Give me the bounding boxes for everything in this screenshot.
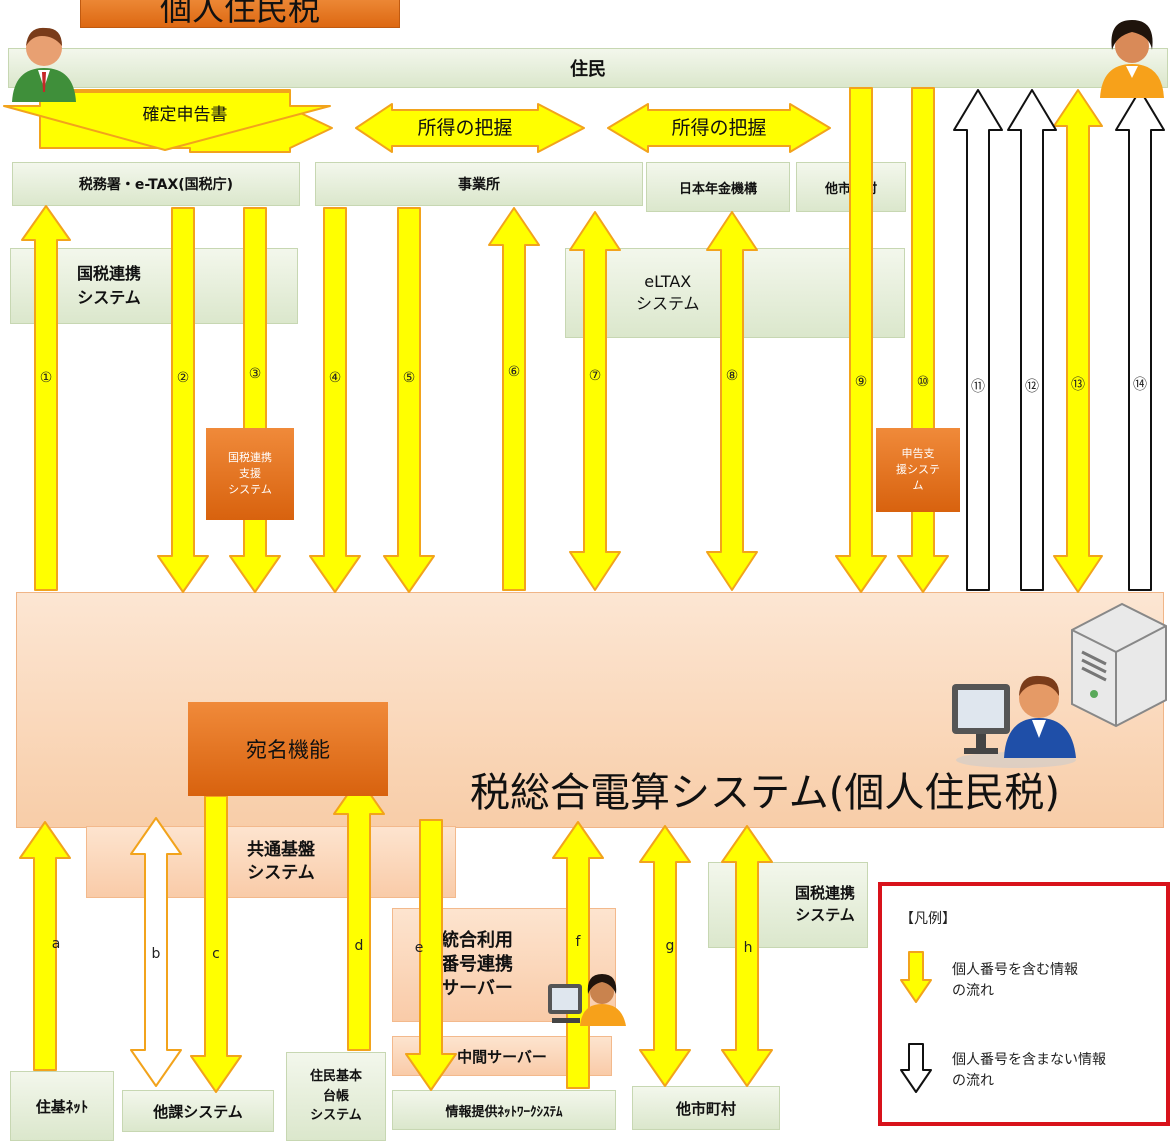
- box-taka: 他課システム: [122, 1090, 274, 1132]
- flow-8: [706, 211, 758, 591]
- flow-4: [309, 207, 361, 593]
- togo-label: 統合利用 番号連携 サーバー: [441, 929, 513, 1000]
- flow-11: [953, 89, 1003, 591]
- eltax-label: eLTAX システム: [636, 271, 700, 313]
- flow-label-f: f: [575, 934, 581, 950]
- main-system-title: 税総合電算システム(個人住民税): [470, 770, 1061, 816]
- box-zeimusho: 税務署・e-TAX(国税庁): [12, 162, 300, 206]
- legend-with-number: 個人番号を含む情報 の流れ: [952, 962, 1078, 999]
- flow-label-e: e: [414, 940, 424, 956]
- flow-3: [229, 207, 281, 593]
- flow-label-13: ⑬: [1071, 377, 1085, 393]
- joho-teikyo-label: 情報提供ﾈｯﾄﾜｰｸｼｽﾃﾑ: [445, 1104, 563, 1120]
- taka-label: 他課システム: [153, 1102, 243, 1121]
- kokuzei-renkei-label: 国税連携 システム: [77, 264, 142, 307]
- flow-label-c: c: [212, 946, 220, 962]
- title-tab: 個人住民税: [80, 0, 400, 28]
- atena-label: 宛名機能: [246, 738, 330, 762]
- flow-c: [190, 795, 242, 1093]
- flow-h: [721, 825, 773, 1087]
- flow-label-4: ④: [328, 370, 342, 386]
- kakutei-down-arrow: [3, 91, 331, 151]
- shotoku-arrow-2: [607, 103, 831, 153]
- computer-user-icon: [548, 974, 626, 1026]
- legend: 【凡例】 個人番号を含む情報 の流れ 個人番号を含まない情報 の流れ: [878, 882, 1170, 1126]
- legend-white-arrow: [900, 1043, 932, 1093]
- flow-label-3: ③: [248, 366, 262, 382]
- title-tab-label: 個人住民税: [159, 0, 320, 28]
- box-kokuzei-renkei-2: 国税連携 システム: [708, 862, 868, 948]
- flow-5: [383, 207, 435, 593]
- box-jigyosho: 事業所: [315, 162, 643, 206]
- flow-label-9: ⑨: [854, 374, 868, 390]
- flow-label-5: ⑤: [402, 370, 416, 386]
- flow-label-12: ⑫: [1025, 379, 1039, 395]
- flow-2: [157, 207, 209, 593]
- flow-14: [1115, 89, 1165, 591]
- chukan-label: 中間サーバー: [457, 1047, 547, 1066]
- kakutei-label: 確定申告書: [142, 105, 228, 125]
- flow-13: [1053, 89, 1103, 593]
- flow-12: [1007, 89, 1057, 591]
- legend-title: 【凡例】: [900, 911, 956, 927]
- shotoku-label-2: 所得の把握: [671, 117, 767, 139]
- kokuzei-shien-label: 国税連携 支援 システム: [228, 451, 272, 496]
- person-icon: [1100, 20, 1164, 98]
- flow-b: [130, 817, 182, 1087]
- flow-label-7: ⑦: [588, 368, 602, 384]
- flow-6: [488, 207, 540, 591]
- nenkin-label: 日本年金機構: [678, 181, 757, 197]
- flow-g: [639, 825, 691, 1087]
- box-shinkoku-shien: 申告支 援システ ム: [876, 428, 960, 512]
- flow-label-6: ⑥: [507, 364, 521, 380]
- jigyosho-label: 事業所: [458, 177, 500, 193]
- box-jumin-kihon: 住民基本 台帳 システム: [286, 1052, 386, 1141]
- flow-label-11: ⑪: [971, 379, 985, 395]
- shotoku-label-1: 所得の把握: [417, 117, 513, 139]
- flow-f: [552, 821, 604, 1089]
- server-icon: [1071, 602, 1167, 728]
- shinkoku-shien-label: 申告支 援システ ム: [896, 447, 940, 492]
- legend-without-number: 個人番号を含まない情報 の流れ: [952, 1052, 1106, 1089]
- residents-label: 住民: [570, 59, 606, 80]
- flow-9: [835, 87, 887, 593]
- flow-label-10: ⑩: [916, 374, 930, 390]
- residents-bar: 住民: [8, 48, 1168, 88]
- flow-label-14: ⑭: [1133, 377, 1147, 393]
- box-kokuzei-shien: 国税連携 支援 システム: [206, 428, 294, 520]
- legend-yellow-arrow: [900, 951, 932, 1003]
- flow-d: [333, 777, 385, 1051]
- shotoku-arrow-1: [355, 103, 585, 153]
- flow-label-2: ②: [176, 370, 190, 386]
- tashichoson-2-label: 他市町村: [675, 1099, 736, 1118]
- zeimusho-label: 税務署・e-TAX(国税庁): [78, 177, 234, 193]
- juki-net-label: 住基ﾈｯﾄ: [35, 1097, 89, 1116]
- flow-label-h: h: [743, 940, 753, 956]
- flow-label-b: b: [151, 946, 161, 962]
- flow-a: [19, 821, 71, 1071]
- flow-1: [21, 205, 71, 591]
- flow-7: [569, 211, 621, 591]
- box-juki-net: 住基ﾈｯﾄ: [10, 1071, 114, 1141]
- computer-user-icon: [952, 675, 1076, 768]
- flow-label-a: a: [51, 936, 61, 952]
- box-joho-teikyo: 情報提供ﾈｯﾄﾜｰｸｼｽﾃﾑ: [392, 1090, 616, 1130]
- kyotsu-label: 共通基盤 システム: [247, 840, 315, 883]
- box-tashichoson-2: 他市町村: [632, 1086, 780, 1130]
- flow-label-1: ①: [39, 370, 53, 386]
- box-atena: 宛名機能: [188, 702, 388, 796]
- kokuzei-renkei-2-label: 国税連携 システム: [794, 884, 855, 924]
- flow-10: [897, 87, 949, 593]
- person-icon: [12, 27, 76, 102]
- box-nenkin: 日本年金機構: [646, 162, 790, 212]
- flow-label-g: g: [665, 938, 675, 954]
- flow-e: [405, 819, 457, 1091]
- flow-label-8: ⑧: [725, 368, 739, 384]
- jumin-kihon-label: 住民基本 台帳 システム: [309, 1069, 362, 1124]
- flow-label-d: d: [354, 938, 364, 954]
